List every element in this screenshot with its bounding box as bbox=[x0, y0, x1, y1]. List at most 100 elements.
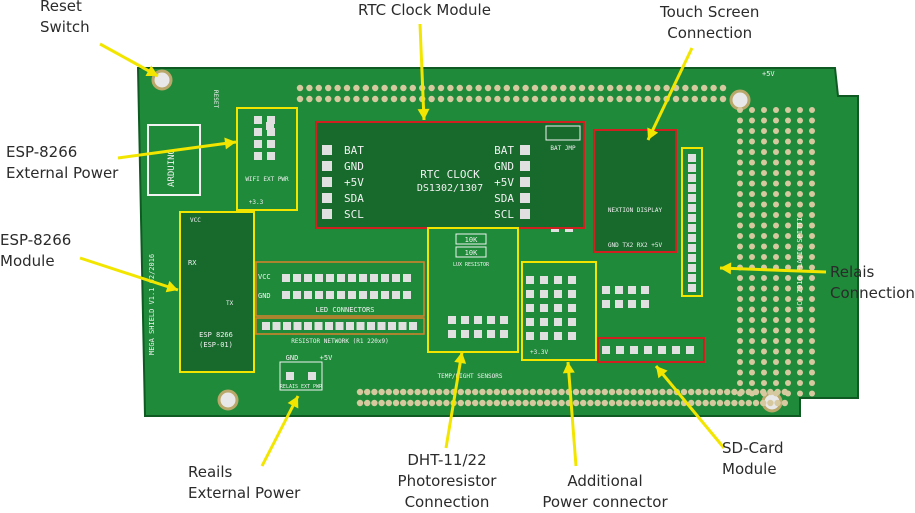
proto-pad bbox=[761, 275, 767, 281]
proto-pad bbox=[797, 138, 803, 145]
proto-pad bbox=[809, 296, 815, 302]
callout-arrow-head bbox=[165, 280, 178, 293]
proto-pad bbox=[785, 317, 791, 323]
proto-pad bbox=[809, 369, 815, 376]
proto-pad bbox=[785, 117, 791, 124]
pad bbox=[594, 388, 601, 396]
pad bbox=[494, 95, 501, 103]
proto-pad bbox=[773, 348, 779, 355]
pad bbox=[625, 84, 633, 92]
pad bbox=[616, 388, 623, 396]
relais-ext-power-box bbox=[279, 361, 323, 391]
header-pin bbox=[282, 274, 290, 282]
pad bbox=[588, 84, 595, 92]
pad bbox=[464, 388, 472, 396]
header-pin bbox=[658, 346, 666, 354]
pad bbox=[774, 399, 781, 407]
proto-pad bbox=[773, 317, 779, 323]
pad bbox=[428, 399, 436, 407]
pad bbox=[635, 84, 642, 92]
pad bbox=[343, 84, 351, 92]
proto-pad bbox=[785, 275, 791, 281]
pad bbox=[515, 399, 522, 407]
proto-pad bbox=[761, 380, 767, 386]
proto-pad bbox=[785, 107, 791, 113]
callout-arrow-line bbox=[117, 140, 237, 160]
pad bbox=[731, 388, 738, 396]
callout-additional-power: Additional Power connector bbox=[542, 472, 668, 511]
pad bbox=[500, 399, 508, 407]
proto-pad bbox=[797, 317, 803, 323]
header-pin bbox=[254, 128, 262, 136]
pad bbox=[522, 84, 529, 92]
proto-pad bbox=[737, 296, 743, 302]
pad bbox=[409, 84, 416, 92]
pad bbox=[673, 399, 680, 407]
proto-pad bbox=[749, 212, 755, 218]
proto-pad bbox=[737, 338, 743, 344]
led-connectors-label: LED CONNECTORS bbox=[315, 306, 374, 314]
header-pin bbox=[628, 300, 636, 308]
pad bbox=[479, 399, 486, 407]
proto-pad bbox=[809, 317, 815, 323]
led-vcc: VCC bbox=[258, 273, 271, 281]
proto-pad bbox=[809, 390, 815, 397]
proto-pad bbox=[761, 254, 767, 260]
proto-pad bbox=[773, 369, 779, 376]
pad bbox=[536, 399, 544, 407]
proto-pad bbox=[761, 222, 767, 229]
pad bbox=[616, 84, 623, 92]
proto-pad bbox=[809, 254, 815, 260]
proto-pad bbox=[737, 275, 743, 281]
pad bbox=[315, 95, 322, 103]
bat-jmp-label: BAT JMP bbox=[550, 145, 576, 152]
proto-pad bbox=[785, 264, 791, 271]
proto-pad bbox=[809, 243, 815, 250]
header-pin bbox=[293, 291, 301, 299]
pad bbox=[623, 399, 630, 407]
v33-label: +3.3V bbox=[530, 349, 548, 356]
proto-pad bbox=[773, 285, 779, 292]
proto-pad bbox=[785, 149, 791, 155]
proto-pad bbox=[749, 222, 755, 229]
callout-arrow-head bbox=[454, 352, 467, 364]
header-pin bbox=[688, 254, 696, 262]
esp-module-box bbox=[179, 211, 255, 373]
proto-pad bbox=[749, 380, 755, 386]
proto-pad bbox=[737, 222, 743, 229]
header-pin bbox=[526, 304, 534, 312]
pad bbox=[531, 95, 539, 103]
proto-pad bbox=[749, 285, 755, 292]
proto-pad bbox=[809, 117, 815, 124]
proto-pad bbox=[761, 201, 767, 208]
proto-pad bbox=[785, 327, 791, 334]
pad bbox=[356, 388, 364, 396]
pad bbox=[494, 84, 501, 92]
proto-pad bbox=[797, 296, 803, 302]
proto-pad bbox=[737, 128, 743, 134]
pad bbox=[654, 95, 661, 103]
resistor-10k-b bbox=[455, 246, 487, 258]
pad bbox=[372, 95, 379, 103]
pad bbox=[508, 388, 515, 396]
wifi-ext-pwr-label: WIFI EXT PWR bbox=[245, 176, 289, 183]
pad bbox=[558, 399, 565, 407]
proto-pad bbox=[749, 191, 755, 197]
pad bbox=[296, 84, 304, 92]
header-pin bbox=[267, 152, 275, 160]
proto-pad bbox=[737, 254, 743, 260]
rtc-pin-label: BAT bbox=[344, 144, 364, 157]
pad bbox=[710, 84, 717, 92]
header-pin bbox=[448, 316, 456, 324]
pad bbox=[356, 399, 364, 407]
header-pin bbox=[615, 286, 623, 294]
pad bbox=[616, 95, 623, 103]
proto-pad bbox=[809, 107, 815, 113]
proto-pad bbox=[785, 359, 791, 365]
proto-pad bbox=[749, 306, 755, 313]
proto-pad bbox=[797, 243, 803, 250]
pad bbox=[709, 399, 716, 407]
pad bbox=[544, 399, 551, 407]
rtc-pin bbox=[322, 193, 332, 203]
